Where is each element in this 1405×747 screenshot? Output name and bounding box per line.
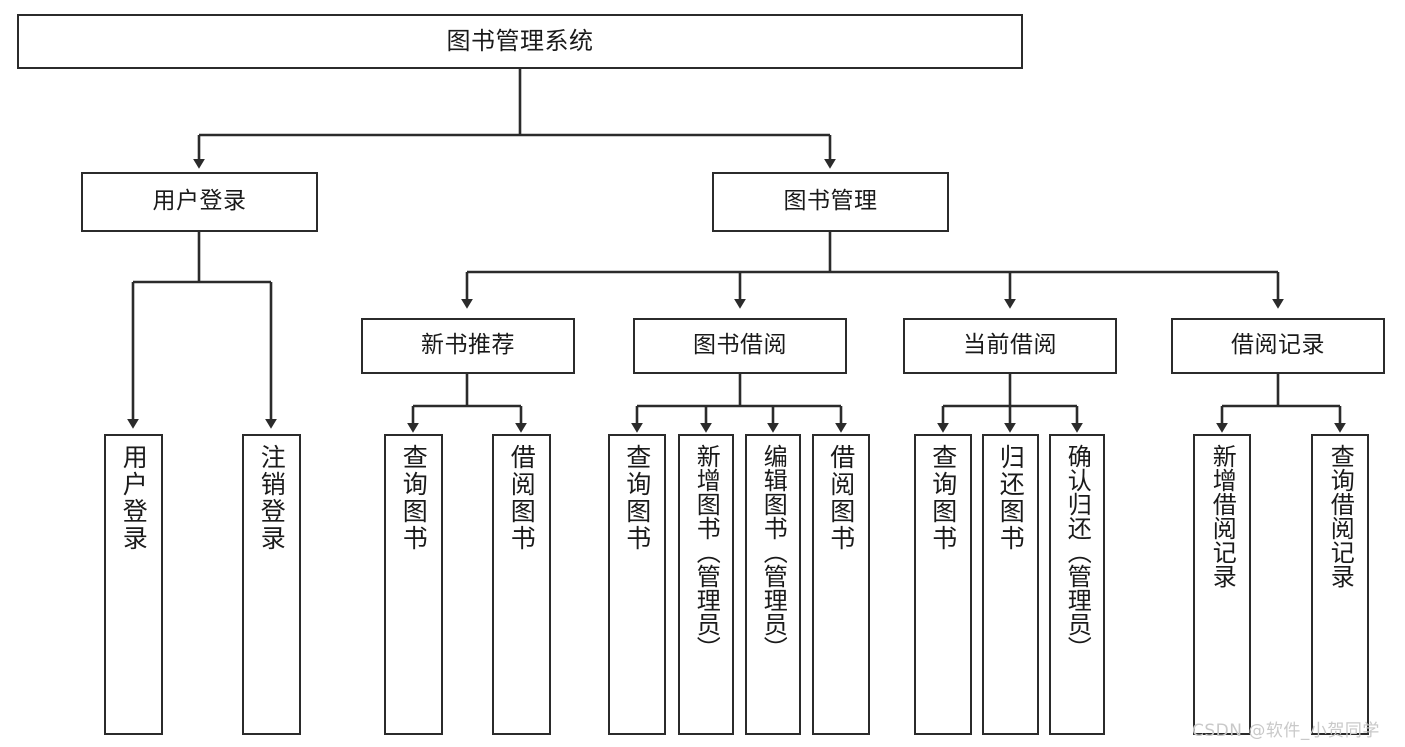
node-label: 用户登录 xyxy=(152,188,247,215)
node-borrow-record[interactable]: 借阅记录 xyxy=(1171,318,1385,374)
csdn-watermark: CSDN @软件_小贺同学 xyxy=(1192,721,1380,741)
leaf-book-borrow-add-book-admin[interactable]: 新增图书（管理员） xyxy=(678,434,734,735)
node-label: 新增借阅记录 xyxy=(1208,444,1237,588)
node-book-borrow[interactable]: 图书借阅 xyxy=(633,318,847,374)
node-root-book-management-system[interactable]: 图书管理系统 xyxy=(17,14,1023,69)
node-label: 确认归还（管理员） xyxy=(1063,444,1092,660)
node-book-management[interactable]: 图书管理 xyxy=(712,172,949,232)
node-current-borrow[interactable]: 当前借阅 xyxy=(903,318,1117,374)
leaf-current-borrow-query-book[interactable]: 查询图书 xyxy=(914,434,972,735)
node-label: 当前借阅 xyxy=(963,332,1057,359)
node-label: 新增图书（管理员） xyxy=(692,444,721,660)
leaf-book-borrow-borrow-book[interactable]: 借阅图书 xyxy=(812,434,870,735)
leaf-new-book-borrow-book[interactable]: 借阅图书 xyxy=(492,434,551,735)
node-label: 归还图书 xyxy=(996,444,1026,552)
node-label: 用户登录 xyxy=(119,444,149,552)
leaf-user-login-logout[interactable]: 注销登录 xyxy=(242,434,301,735)
node-label: 新书推荐 xyxy=(421,332,515,359)
node-label: 注销登录 xyxy=(257,444,287,552)
node-label: 查询图书 xyxy=(928,444,958,552)
node-label: 借阅记录 xyxy=(1231,332,1325,359)
leaf-current-borrow-return-book[interactable]: 归还图书 xyxy=(982,434,1039,735)
leaf-current-borrow-confirm-return-admin[interactable]: 确认归还（管理员） xyxy=(1049,434,1105,735)
node-new-book-recommend[interactable]: 新书推荐 xyxy=(361,318,575,374)
leaf-borrow-record-add-record[interactable]: 新增借阅记录 xyxy=(1193,434,1251,735)
node-label: 图书借阅 xyxy=(693,332,787,359)
leaf-user-login-login[interactable]: 用户登录 xyxy=(104,434,163,735)
node-label: 图书管理系统 xyxy=(446,27,594,56)
node-label: 借阅图书 xyxy=(507,444,537,552)
node-label: 图书管理 xyxy=(783,188,878,215)
node-label: 查询图书 xyxy=(399,444,429,552)
node-label: 查询图书 xyxy=(622,444,652,552)
leaf-book-borrow-edit-book-admin[interactable]: 编辑图书（管理员） xyxy=(745,434,801,735)
leaf-borrow-record-query-record[interactable]: 查询借阅记录 xyxy=(1311,434,1369,735)
node-label: 查询借阅记录 xyxy=(1326,444,1355,588)
node-label: 编辑图书（管理员） xyxy=(759,444,788,660)
node-user-login[interactable]: 用户登录 xyxy=(81,172,318,232)
node-label: 借阅图书 xyxy=(826,444,856,552)
leaf-book-borrow-query-book[interactable]: 查询图书 xyxy=(608,434,666,735)
leaf-new-book-query-book[interactable]: 查询图书 xyxy=(384,434,443,735)
